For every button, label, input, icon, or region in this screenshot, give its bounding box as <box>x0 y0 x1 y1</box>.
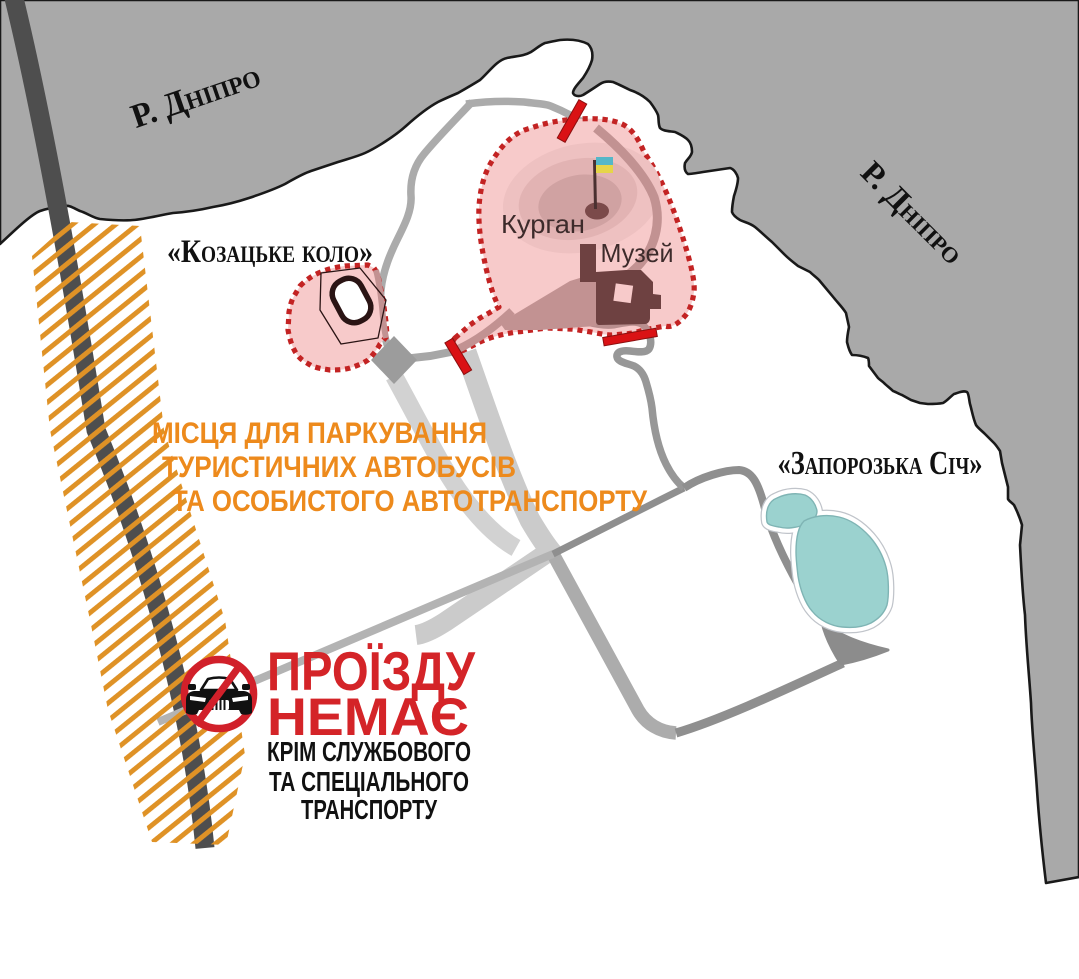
svg-text:КРІМ СЛУЖБОВОГО: КРІМ СЛУЖБОВОГО <box>267 736 471 767</box>
svg-text:ТА ОСОБИСТОГО АВТОТРАНСПОРТУ: ТА ОСОБИСТОГО АВТОТРАНСПОРТУ <box>172 485 647 518</box>
svg-text:МІСЦЯ ДЛЯ ПАРКУВАННЯ: МІСЦЯ ДЛЯ ПАРКУВАННЯ <box>152 417 487 450</box>
svg-text:ПРОЇЗДУ: ПРОЇЗДУ <box>267 640 476 702</box>
svg-text:«Запорозька Січ»: «Запорозька Січ» <box>778 445 983 482</box>
svg-text:ТРАНСПОРТУ: ТРАНСПОРТУ <box>301 794 437 825</box>
svg-text:НЕМАЄ: НЕМАЄ <box>267 688 469 747</box>
svg-text:«Козацьке коло»: «Козацьке коло» <box>167 234 373 270</box>
svg-text:Музей: Музей <box>601 238 674 268</box>
svg-text:ТУРИСТИЧНИХ АВТОБУСІВ: ТУРИСТИЧНИХ АВТОБУСІВ <box>162 451 516 484</box>
svg-text:Курган: Курган <box>501 209 585 239</box>
svg-text:ТА СПЕЦІАЛЬНОГО: ТА СПЕЦІАЛЬНОГО <box>269 766 469 797</box>
